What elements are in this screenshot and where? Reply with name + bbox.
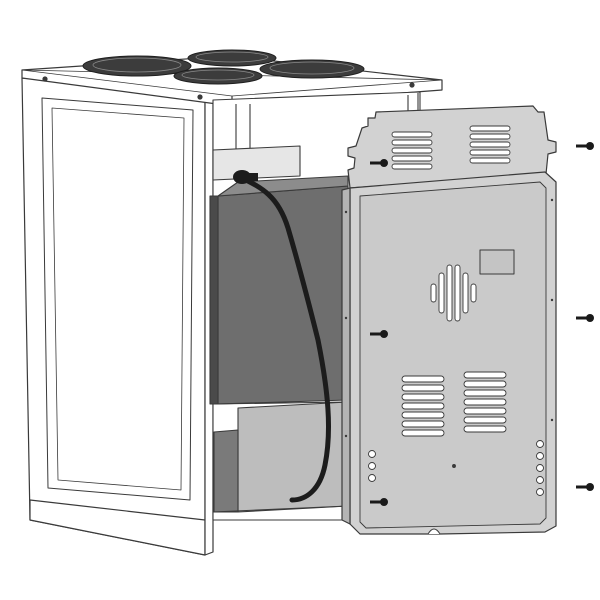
cable-plug	[233, 170, 251, 184]
side-panel-frame	[41, 97, 194, 501]
screw-panel-middle	[370, 330, 388, 338]
loose-screw-bottom	[576, 483, 594, 491]
rear-panel	[341, 105, 557, 535]
power-cable	[233, 170, 332, 503]
hotplate-left	[82, 55, 192, 77]
rating-label-window	[479, 249, 515, 275]
hotplate-right	[259, 59, 365, 79]
loose-screws	[576, 142, 594, 491]
vent-group-top-right	[469, 125, 511, 164]
vent-group-bottom-right	[463, 371, 507, 433]
vent-group-top-left	[391, 131, 433, 170]
hotplate-rear	[187, 49, 277, 67]
loose-screw-top	[576, 142, 594, 150]
screw-panel-bottom	[370, 498, 388, 506]
loose-screw-middle	[576, 314, 594, 322]
panel-holes	[368, 440, 544, 496]
panel-screws	[370, 159, 388, 506]
vents-bottom	[401, 371, 507, 437]
screw-panel-top	[370, 159, 388, 167]
vents-top	[391, 125, 511, 170]
vent-group-bottom-left	[401, 375, 445, 437]
lower-compartment	[237, 401, 349, 513]
fan-grille	[430, 264, 477, 322]
hotplate-front	[173, 67, 263, 85]
hotplates	[82, 49, 365, 85]
